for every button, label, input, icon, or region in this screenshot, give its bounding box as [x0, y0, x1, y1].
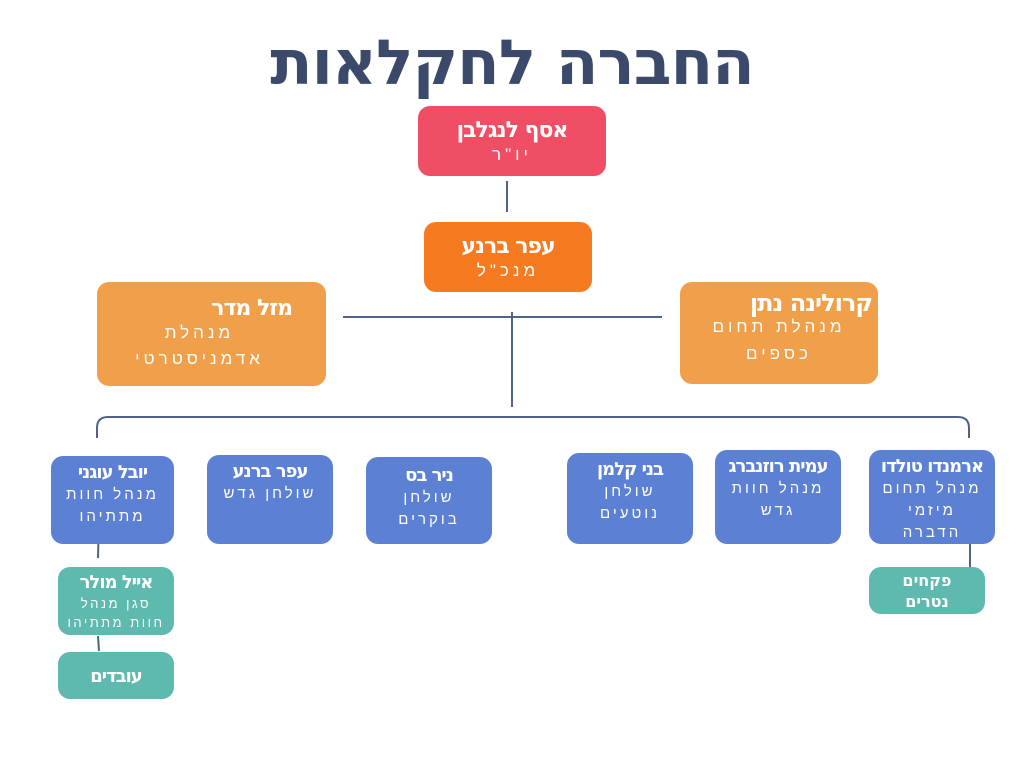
node-admin-manager: מזל מדר מנהלת אדמניסטרטי [97, 282, 326, 386]
node-role: חוות מתתיהו [67, 615, 165, 630]
node-department: בני קלמן שולחן נוטעים [567, 453, 693, 544]
node-name: יובל עוגני [77, 462, 148, 483]
node-role: הדברה [902, 524, 962, 541]
node-workers: עובדים [58, 652, 174, 699]
node-ceo: עפר ברנע מנכ"ל [424, 222, 592, 292]
node-role: מנהל חוות [731, 480, 825, 497]
node-role: בוקרים [398, 511, 460, 528]
node-inspectors: פקחים נטרים [869, 567, 985, 614]
connector-departments-bracket [96, 416, 970, 438]
node-role: מתתיהו [79, 508, 146, 525]
node-role: מנהלת תחום [712, 317, 846, 336]
connector-eyal-workers [97, 635, 100, 652]
node-name: ניר בס [405, 465, 454, 486]
node-name: מזל מדר [211, 296, 293, 321]
node-name: ארמנדו טולדו [880, 456, 984, 477]
node-name: בני קלמן [596, 459, 664, 480]
node-department: יובל עוגני מנהל חוות מתתיהו [51, 456, 174, 544]
node-role: יו"ר [492, 145, 532, 164]
chart-title: החברה לחקלאות [270, 26, 755, 99]
node-department: ניר בס שולחן בוקרים [366, 457, 492, 544]
node-chairman: אסף לנגלבן יו"ר [418, 106, 606, 176]
node-name: אסף לנגלבן [456, 118, 569, 143]
node-name: אייל מולר [79, 572, 154, 593]
node-department: עפר ברנע שולחן גדש [207, 455, 333, 544]
node-role: מנהל חוות [66, 486, 159, 503]
node-name: עפר ברנע [461, 234, 555, 259]
node-name: עובדים [90, 666, 143, 687]
node-role: מנהל תחום [882, 480, 982, 497]
node-deputy-manager: אייל מולר סגן מנהל חוות מתתיהו [58, 567, 174, 635]
node-role: מנכ"ל [476, 261, 540, 280]
node-department: ארמנדו טולדו מנהל תחום מיזמי הדברה [869, 450, 995, 544]
node-role: מיזמי [908, 502, 956, 519]
node-role: מנהלת [164, 323, 235, 342]
node-name: קרולינה נתן [749, 289, 873, 317]
node-department: עמית רוזנברג מנהל חוות גדש [715, 450, 841, 544]
node-name: נטרים [905, 592, 949, 611]
node-role: שולחן [604, 483, 656, 500]
node-name: פקחים [902, 571, 952, 590]
node-role: נוטעים [599, 505, 661, 522]
node-role: כספים [746, 344, 812, 363]
node-role: שולחן [403, 489, 455, 506]
node-role: סגן מנהל [80, 596, 152, 611]
node-role: שולחן גדש [223, 485, 317, 502]
node-finance-manager: קרולינה נתן מנהלת תחום כספים [680, 282, 878, 384]
node-role: גדש [760, 502, 796, 519]
node-role: אדמניסטרטי [135, 349, 264, 368]
node-name: עמית רוזנברג [728, 456, 828, 477]
node-name: עפר ברנע [232, 461, 309, 482]
